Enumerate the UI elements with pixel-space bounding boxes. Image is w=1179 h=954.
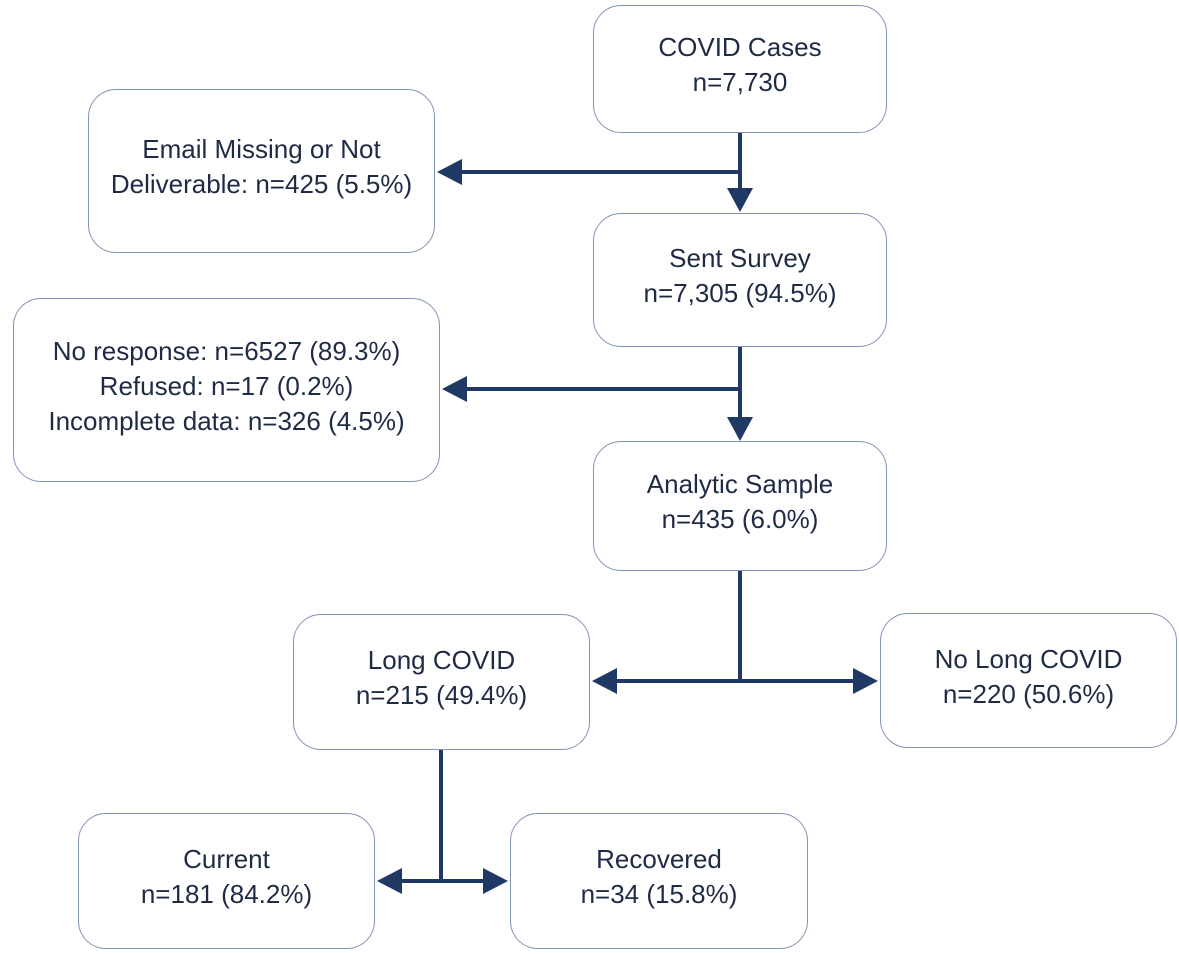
box-analytic-sample-title: Analytic Sample	[646, 469, 834, 499]
box-analytic-sample-count: n=435 (6.0%)	[661, 504, 819, 534]
box-non-response-line1: No response: n=6527 (89.3%)	[52, 335, 401, 366]
arrowhead-left-icon	[442, 376, 467, 402]
box-long-covid-title: Long COVID	[367, 645, 516, 675]
box-covid-cases: COVID Cases n=7,730	[593, 5, 887, 133]
box-covid-cases-title: COVID Cases	[658, 32, 822, 62]
box-sent-survey-count: n=7,305 (94.5%)	[643, 278, 837, 308]
box-email-missing-count: Deliverable: n=425 (5.5%)	[110, 169, 413, 199]
arrowhead-left-icon	[437, 159, 462, 185]
box-sent-survey: Sent Survey n=7,305 (94.5%)	[593, 213, 887, 347]
arrowhead-down-icon	[727, 188, 753, 212]
box-email-missing: Email Missing or Not Deliverable: n=425 …	[88, 89, 435, 253]
arrowhead-down-icon	[727, 417, 753, 441]
box-recovered-count: n=34 (15.8%)	[580, 879, 738, 909]
box-email-missing-title: Email Missing or Not	[142, 134, 381, 164]
box-long-covid-count: n=215 (49.4%)	[355, 680, 528, 710]
box-analytic-sample: Analytic Sample n=435 (6.0%)	[593, 441, 887, 571]
box-recovered: Recovered n=34 (15.8%)	[510, 813, 808, 949]
box-no-long-covid-title: No Long COVID	[934, 643, 1123, 674]
box-no-long-covid-count: n=220 (50.6%)	[942, 678, 1115, 709]
arrowhead-left-icon	[377, 868, 402, 894]
box-sent-survey-title: Sent Survey	[669, 243, 811, 273]
box-recovered-title: Recovered	[596, 844, 722, 874]
box-current-count: n=181 (84.2%)	[140, 879, 313, 909]
arrow-branch-to-non-response	[442, 376, 740, 402]
box-no-long-covid: No Long COVID n=220 (50.6%)	[880, 613, 1177, 748]
box-long-covid: Long COVID n=215 (49.4%)	[293, 614, 590, 750]
box-current: Current n=181 (84.2%)	[78, 813, 375, 949]
box-covid-cases-count: n=7,730	[692, 67, 788, 97]
box-non-response-line3: Incomplete data: n=326 (4.5%)	[48, 405, 405, 436]
arrow-covid-cases-to-sent-survey	[727, 133, 753, 212]
arrow-sent-survey-to-analytic-sample	[727, 347, 753, 441]
arrowhead-left-icon	[592, 668, 617, 694]
arrowhead-right-icon	[853, 668, 878, 694]
box-current-title: Current	[183, 844, 270, 874]
arrow-long-covid-split	[377, 750, 508, 894]
box-non-response: No response: n=6527 (89.3%) Refused: n=1…	[13, 298, 440, 482]
arrowhead-right-icon	[483, 868, 508, 894]
arrow-analytic-sample-split	[592, 571, 878, 694]
box-non-response-line2: Refused: n=17 (0.2%)	[99, 370, 354, 401]
arrow-branch-to-email-missing	[437, 159, 740, 185]
